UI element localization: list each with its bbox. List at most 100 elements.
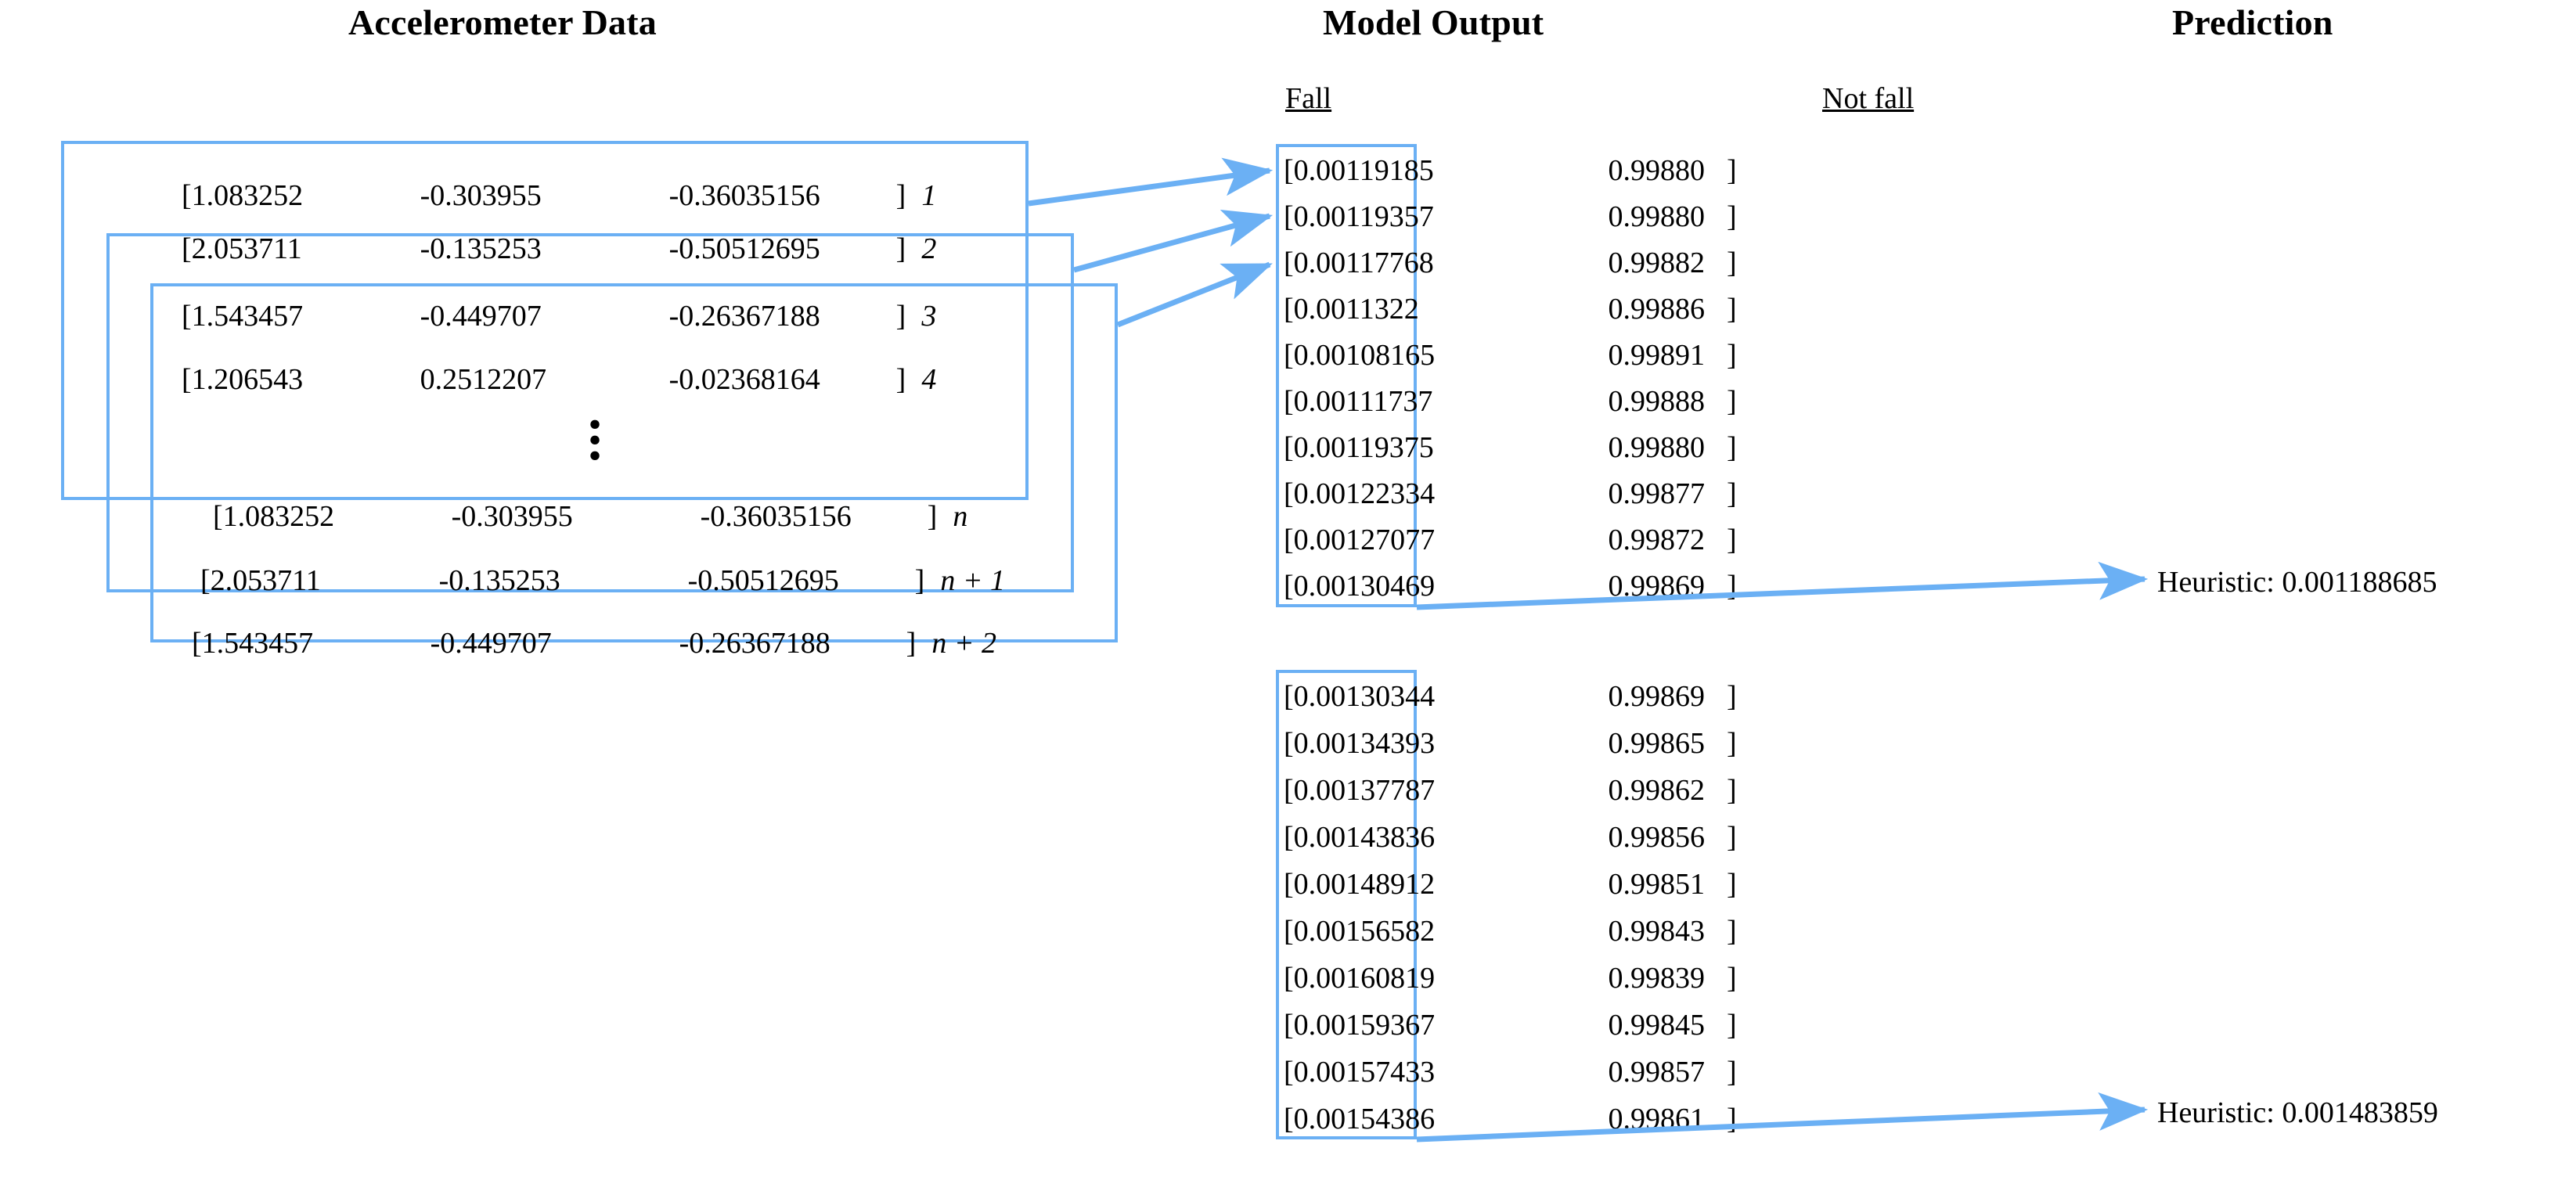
accel-row-index: n xyxy=(953,500,968,533)
not-fall-probability: 0.99857 xyxy=(1608,1056,1706,1089)
close-bracket: ] xyxy=(914,564,925,597)
not-fall-probability: 0.99880 xyxy=(1608,431,1706,464)
close-bracket: ] xyxy=(1727,524,1737,556)
not-fall-probability: 0.99880 xyxy=(1608,154,1706,187)
close-bracket: ] xyxy=(895,300,906,333)
not-fall-probability: 0.99869 xyxy=(1608,680,1706,713)
accel-y: -0.303955 xyxy=(451,500,573,533)
not-fall-probability: 0.99882 xyxy=(1608,247,1706,279)
accel-row: [ 1.083252 -0.303955 -0.36035156 ] n xyxy=(213,499,967,534)
accel-y: -0.135253 xyxy=(420,232,542,265)
close-bracket: ] xyxy=(1727,477,1737,510)
not-fall-probability: 0.99891 xyxy=(1608,339,1706,372)
not-fall-probability: 0.99862 xyxy=(1608,774,1706,807)
open-bracket: [ xyxy=(182,363,192,396)
fall-probability: [0.00148912 xyxy=(1284,868,1436,901)
not-fall-probability: 0.99865 xyxy=(1608,727,1706,760)
fall-probability: [0.00143836 xyxy=(1284,821,1436,854)
not-fall-probability: 0.99872 xyxy=(1608,524,1706,556)
fall-probability: [0.00127077 xyxy=(1284,524,1436,556)
heading-accelerometer-data: Accelerometer Data xyxy=(348,2,657,42)
not-fall-probability: 0.99869 xyxy=(1608,570,1706,603)
fall-probability: [0.00130469 xyxy=(1284,570,1436,603)
accel-z: -0.02368164 xyxy=(668,363,820,396)
accel-row: [ 1.543457 -0.449707 -0.26367188 ] n + 2 xyxy=(192,626,996,660)
close-bracket: ] xyxy=(895,363,906,396)
not-fall-probability: 0.99845 xyxy=(1608,1009,1706,1042)
fall-probability: [0.00119185 xyxy=(1284,154,1434,187)
fall-probability: [0.00156582 xyxy=(1284,915,1436,948)
close-bracket: ] xyxy=(1727,385,1737,418)
close-bracket: ] xyxy=(1727,339,1737,372)
close-bracket: ] xyxy=(1727,154,1737,187)
accel-z: -0.50512695 xyxy=(687,564,839,597)
close-bracket: ] xyxy=(1727,293,1737,326)
not-fall-probability: 0.99843 xyxy=(1608,915,1706,948)
accel-row-index: n + 2 xyxy=(931,627,996,660)
close-bracket: ] xyxy=(1727,915,1737,948)
accel-x: 1.083252 xyxy=(191,179,304,212)
model-output-box-1 xyxy=(1276,144,1417,607)
arrow-window3-to-output xyxy=(1116,261,1273,328)
accel-row: [ 2.053711 -0.135253 -0.50512695 ] n + 1 xyxy=(200,563,1005,598)
window-box-3 xyxy=(150,283,1118,642)
window-box-1 xyxy=(61,141,1029,500)
prediction-heuristic-1: Heuristic: 0.001188685 xyxy=(2157,566,2437,599)
not-fall-probability: 0.99886 xyxy=(1608,293,1706,326)
not-fall-probability: 0.99851 xyxy=(1608,868,1706,901)
not-fall-probability: 0.99880 xyxy=(1608,200,1706,233)
fall-probability: [0.00157433 xyxy=(1284,1056,1436,1089)
arrow-output1-to-prediction xyxy=(1416,561,2149,610)
open-bracket: [ xyxy=(200,564,211,597)
fall-probability: [0.00130344 xyxy=(1284,680,1436,713)
accel-z: -0.26367188 xyxy=(668,300,820,333)
close-bracket: ] xyxy=(1727,431,1737,464)
fall-probability: [0.00117768 xyxy=(1284,247,1434,279)
close-bracket: ] xyxy=(1727,1009,1737,1042)
subheading-fall: Fall xyxy=(1285,82,1332,115)
accel-row: [ 2.053711 -0.135253 -0.50512695 ] 2 xyxy=(182,232,936,266)
close-bracket: ] xyxy=(1727,680,1737,713)
window-box-2 xyxy=(106,233,1074,592)
heading-model-output: Model Output xyxy=(1323,2,1544,42)
heading-prediction: Prediction xyxy=(2172,2,2333,42)
accel-row: [ 1.543457 -0.449707 -0.26367188 ] 3 xyxy=(182,299,936,333)
open-bracket: [ xyxy=(213,500,223,533)
accel-z: -0.36035156 xyxy=(668,179,820,212)
not-fall-probability: 0.99877 xyxy=(1608,477,1706,510)
close-bracket: ] xyxy=(1727,727,1737,760)
fall-probability: [0.00122334 xyxy=(1284,477,1436,510)
accel-z: -0.36035156 xyxy=(700,500,852,533)
fall-probability: [0.00134393 xyxy=(1284,727,1436,760)
fall-probability: [0.00137787 xyxy=(1284,774,1436,807)
vertical-ellipsis-icon: • • • xyxy=(579,405,611,477)
accel-z: -0.50512695 xyxy=(668,232,820,265)
close-bracket: ] xyxy=(895,232,906,265)
close-bracket: ] xyxy=(906,627,917,660)
accel-row-index: 3 xyxy=(921,300,937,333)
accel-row-index: 4 xyxy=(921,363,937,396)
accel-row-index: 1 xyxy=(921,179,937,212)
close-bracket: ] xyxy=(1727,247,1737,279)
arrow-window1-to-output xyxy=(1028,157,1274,207)
fall-probability: [0.00154386 xyxy=(1284,1103,1436,1135)
accel-y: -0.449707 xyxy=(430,627,552,660)
close-bracket: ] xyxy=(1727,1056,1737,1089)
fall-probability: [0.00119357 xyxy=(1284,200,1434,233)
prediction-heuristic-2: Heuristic: 0.001483859 xyxy=(2157,1096,2438,1129)
open-bracket: [ xyxy=(182,300,192,333)
close-bracket: ] xyxy=(895,179,906,212)
accel-y: -0.135253 xyxy=(438,564,560,597)
accel-row-index: 2 xyxy=(921,232,937,265)
accel-x: 1.543457 xyxy=(201,627,314,660)
accel-row: [ 1.083252 -0.303955 -0.36035156 ] 1 xyxy=(182,178,936,213)
close-bracket: ] xyxy=(1727,962,1737,995)
fall-probability: [0.00160819 xyxy=(1284,962,1436,995)
arrow-output2-to-prediction xyxy=(1416,1092,2149,1143)
close-bracket: ] xyxy=(927,500,938,533)
accel-x: 1.543457 xyxy=(191,300,304,333)
ellipsis-dot: • xyxy=(588,435,602,477)
close-bracket: ] xyxy=(1727,774,1737,807)
close-bracket: ] xyxy=(1727,821,1737,854)
